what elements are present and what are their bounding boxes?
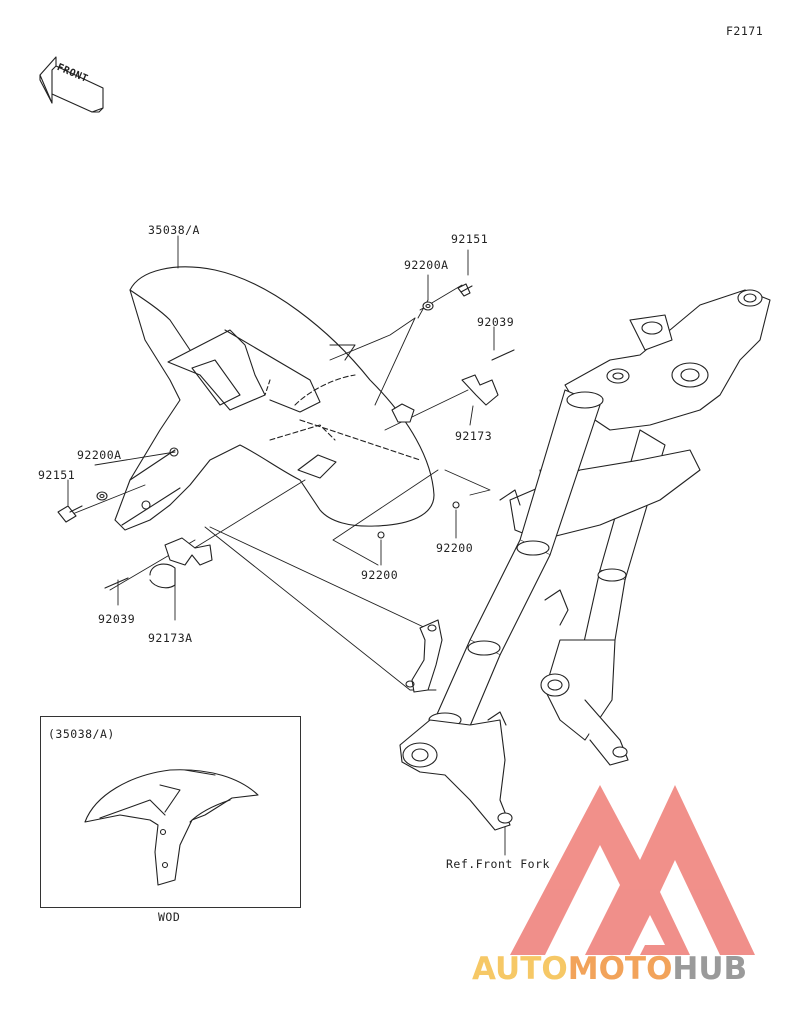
front-fork-drawing [399, 289, 771, 831]
label-pin-right: 92039 [477, 315, 515, 329]
inset-box [40, 716, 301, 908]
front-fender-drawing [114, 266, 435, 531]
label-nut-center: 92200 [361, 568, 399, 582]
label-washer-right: 92200A [404, 258, 449, 272]
watermark-text: AUTOMOTOHUB [472, 951, 747, 987]
watermark-logo-icon [510, 785, 755, 955]
hardware-parts [57, 283, 515, 589]
front-arrow-icon [39, 56, 104, 113]
label-pin-left: 92039 [98, 612, 136, 626]
label-bolt-left: 92151 [38, 468, 76, 482]
label-bolt-right: 92151 [451, 232, 489, 246]
watermark-part-3: HUB [672, 951, 748, 987]
label-nut-right: 92200 [436, 541, 474, 555]
label-fork-ref: Ref.Front Fork [446, 857, 550, 871]
label-clamp-right: 92173 [455, 429, 493, 443]
label-clamp-left: 92173A [148, 631, 193, 645]
label-washer-left: 92200A [77, 448, 122, 462]
inset-caption: WOD [158, 910, 181, 924]
figure-code: F2171 [726, 24, 764, 38]
inset-fender-drawing [84, 769, 259, 886]
inset-title: (35038/A) [48, 727, 115, 741]
watermark-part-2: MOTO [567, 951, 673, 987]
watermark-part-1: AUTO [472, 951, 568, 987]
label-front-fender: 35038/A [148, 223, 200, 237]
